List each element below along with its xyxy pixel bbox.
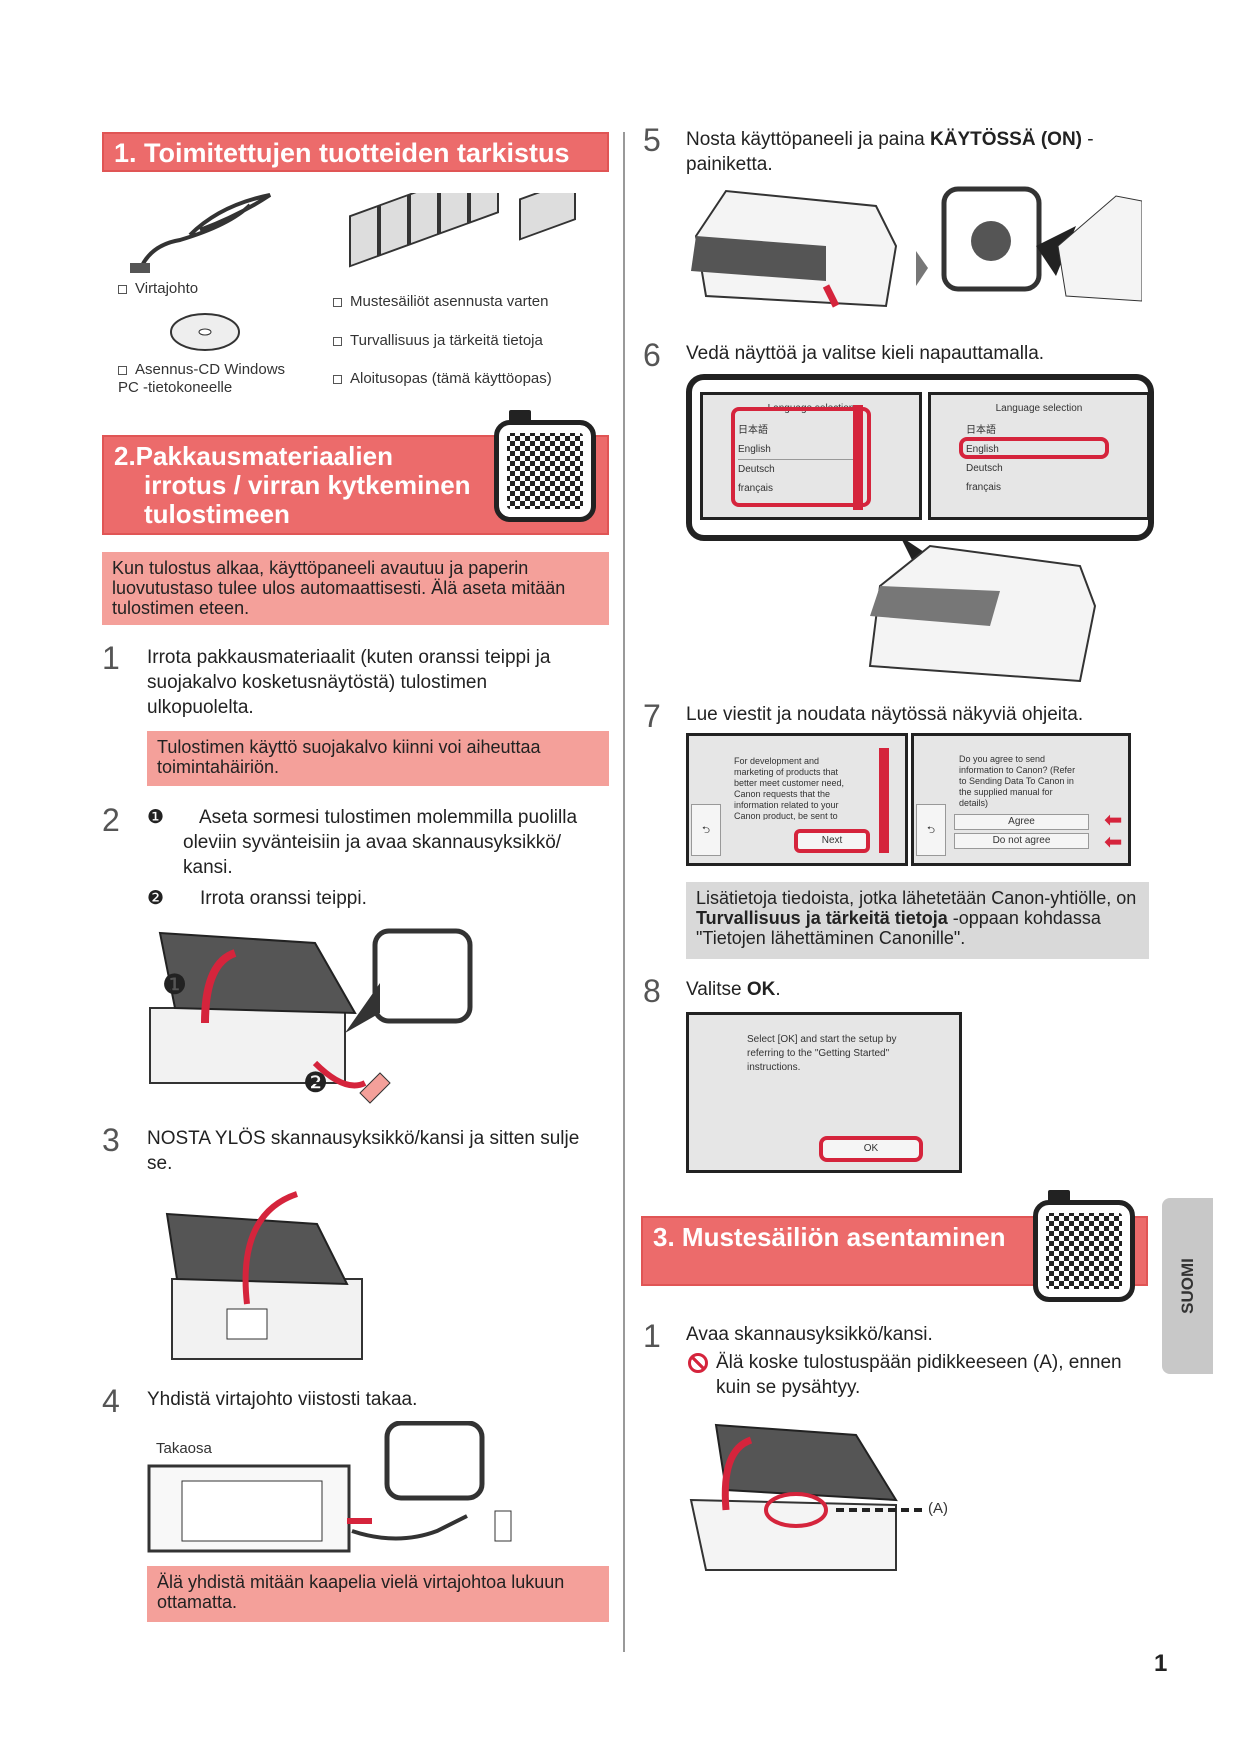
note-text-post: -oppaan kohdassa "Tietojen lähettäminen … xyxy=(696,908,1101,948)
printer-touchscreen-illustration xyxy=(868,536,1097,682)
step2-sub2: Irrota oranssi teippi. xyxy=(200,888,367,909)
printer-lift-scanner-illustration xyxy=(165,1191,363,1360)
qr-code-video[interactable] xyxy=(494,420,596,522)
step8-text-bold: OK xyxy=(746,979,776,1000)
step3-text: NOSTA YLÖS skannausyksikkö/kansi ja sitt… xyxy=(147,1128,580,1174)
cd-illustration xyxy=(170,313,240,351)
section3-step1-text: Avaa skannausyksikkö/kansi. xyxy=(686,1324,933,1345)
step4-note: Älä yhdistä mitään kaapelia vielä virtaj… xyxy=(147,1566,609,1622)
step6-text: Vedä näyttöä ja valitse kieli napauttama… xyxy=(686,343,1045,364)
arrow-left-icon: ⬅ xyxy=(1104,829,1123,854)
language-option-selected[interactable]: English xyxy=(966,444,999,455)
item-getting-started: Aloitusopas (tämä käyttöopas) xyxy=(333,370,552,387)
section3-warning: Älä koske tulostuspään pidikkeeseen (A),… xyxy=(716,1352,1122,1398)
language-option[interactable]: Deutsch xyxy=(966,463,1003,474)
language-option[interactable]: 日本語 xyxy=(966,425,996,436)
scroll-arrow-icon xyxy=(879,748,889,853)
step5-text: Nosta käyttöpaneeli ja paina KÄYTÖSSÄ (O… xyxy=(686,127,1136,177)
section2-title-line2: irrotus / virran kytkeminen xyxy=(144,470,471,500)
step-number: 7 xyxy=(643,698,661,734)
section2-title-line3: tulostimeen xyxy=(144,499,290,529)
step-number: 4 xyxy=(102,1383,120,1419)
step-number: 6 xyxy=(643,337,661,373)
step8-text-pre: Valitse xyxy=(686,979,747,1000)
step7-text: Lue viestit ja noudata näytössä näkyviä … xyxy=(686,704,1084,725)
step1-text: Irrota pakkausmateriaalit (kuten oranssi… xyxy=(147,647,551,718)
item-ink-tanks: Mustesäiliöt asennusta varten xyxy=(333,293,548,310)
step-number: 5 xyxy=(643,122,661,158)
selected-highlight xyxy=(959,437,1109,459)
ok-button[interactable]: OK xyxy=(819,1136,923,1162)
agree-button[interactable]: Agree xyxy=(954,814,1089,830)
language-option[interactable]: français xyxy=(966,482,1002,493)
step2-marker1: ❶ xyxy=(147,807,165,828)
step-number: 1 xyxy=(102,640,120,676)
qr-code-video[interactable] xyxy=(1033,1200,1135,1302)
step-number: 3 xyxy=(102,1122,120,1158)
step-number: 2 xyxy=(102,802,120,838)
step8-text-post: . xyxy=(775,979,781,1000)
language-option[interactable]: français xyxy=(738,483,774,494)
language-option[interactable]: English xyxy=(738,440,858,460)
language-selection-panel: Language selection 日本語 English Deutsch f… xyxy=(686,374,1154,541)
printer-rear-power-illustration xyxy=(147,1421,512,1553)
info-text: For development and marketing of product… xyxy=(734,756,845,820)
step8-text: Valitse OK. xyxy=(686,977,781,1002)
step-number: 8 xyxy=(643,973,661,1009)
on-button-label: KÄYTÖSSÄ (ON) xyxy=(930,129,1082,150)
printer-print-head-illustration xyxy=(689,1423,926,1571)
power-cord-illustration xyxy=(130,193,272,273)
callout-1: ❶ xyxy=(162,969,188,1000)
page-number: 1 xyxy=(1154,1650,1168,1677)
step2-sub1: Aseta sormesi tulostimen molemmilla puol… xyxy=(183,807,578,878)
section2-title-line1: 2.Pakkausmateriaalien xyxy=(114,441,393,471)
language-screen-select: Language selection 日本語 English Deutsch f… xyxy=(928,392,1150,520)
rear-label: Takaosa xyxy=(156,1440,212,1457)
step4-text: Yhdistä virtajohto viistosti takaa. xyxy=(147,1389,418,1410)
note-text-bold: Turvallisuus ja tärkeitä tietoja xyxy=(696,908,948,928)
callout-a: (A) xyxy=(928,1500,948,1517)
item-safety: Turvallisuus ja tärkeitä tietoja xyxy=(333,332,543,349)
language-option[interactable]: 日本語 xyxy=(738,425,768,436)
next-button[interactable]: Next xyxy=(794,829,870,853)
screen-title: Language selection xyxy=(995,403,1083,414)
scroll-arrow-icon xyxy=(853,405,863,510)
step1-note: Tulostimen käyttö suojakalvo kiinni voi … xyxy=(147,731,609,786)
scroll-highlight xyxy=(731,407,871,507)
note-text-pre: Lisätietoja tiedoista, jotka lähetetään … xyxy=(696,888,1137,908)
ink-tanks-illustration xyxy=(349,193,576,268)
arrow-left-icon: ⬅ xyxy=(1104,807,1123,832)
step5-text-pre: Nosta käyttöpaneeli ja paina xyxy=(686,129,930,150)
do-not-agree-button[interactable]: Do not agree xyxy=(954,833,1089,849)
language-screen-scroll: Language selection 日本語 English Deutsch f… xyxy=(700,392,922,520)
step2-marker2: ❷ xyxy=(147,888,165,909)
ok-screen-text: Select [OK] and start the setup by refer… xyxy=(747,1034,897,1073)
printer-open-scanner-illustration xyxy=(149,928,473,1104)
step-number: 1 xyxy=(643,1318,661,1354)
back-button[interactable]: ⮌ xyxy=(691,804,721,856)
power-on-illustration xyxy=(691,186,1142,308)
item-cd: Asennus-CD Windows PC -tietokoneelle xyxy=(118,361,286,396)
ok-screen: Select [OK] and start the setup by refer… xyxy=(686,1012,962,1173)
language-option[interactable]: Deutsch xyxy=(738,464,775,475)
intro-note: Kun tulostus alkaa, käyttöpaneeli avautu… xyxy=(102,552,609,625)
column-divider xyxy=(623,132,625,1652)
step5-text-post: -painiketta. xyxy=(686,129,1094,175)
video-camera-icon xyxy=(509,410,531,425)
prohibited-icon xyxy=(688,1353,708,1373)
callout-2: ❷ xyxy=(303,1067,329,1098)
consent-screen: Do you agree to send information to Cano… xyxy=(911,733,1131,866)
consent-text: Do you agree to send information to Cano… xyxy=(959,754,1076,808)
video-camera-icon xyxy=(1048,1190,1070,1205)
info-screen: For development and marketing of product… xyxy=(686,733,908,866)
section1-header: 1. Toimitettujen tuotteiden tarkistus xyxy=(102,132,609,172)
side-tab-label: SUOMI xyxy=(1177,1258,1197,1314)
language-side-tab: SUOMI xyxy=(1162,1198,1213,1374)
step7-note: Lisätietoja tiedoista, jotka lähetetään … xyxy=(686,882,1149,959)
item-power-cord: Virtajohto xyxy=(118,280,198,297)
back-button[interactable]: ⮌ xyxy=(916,804,946,856)
